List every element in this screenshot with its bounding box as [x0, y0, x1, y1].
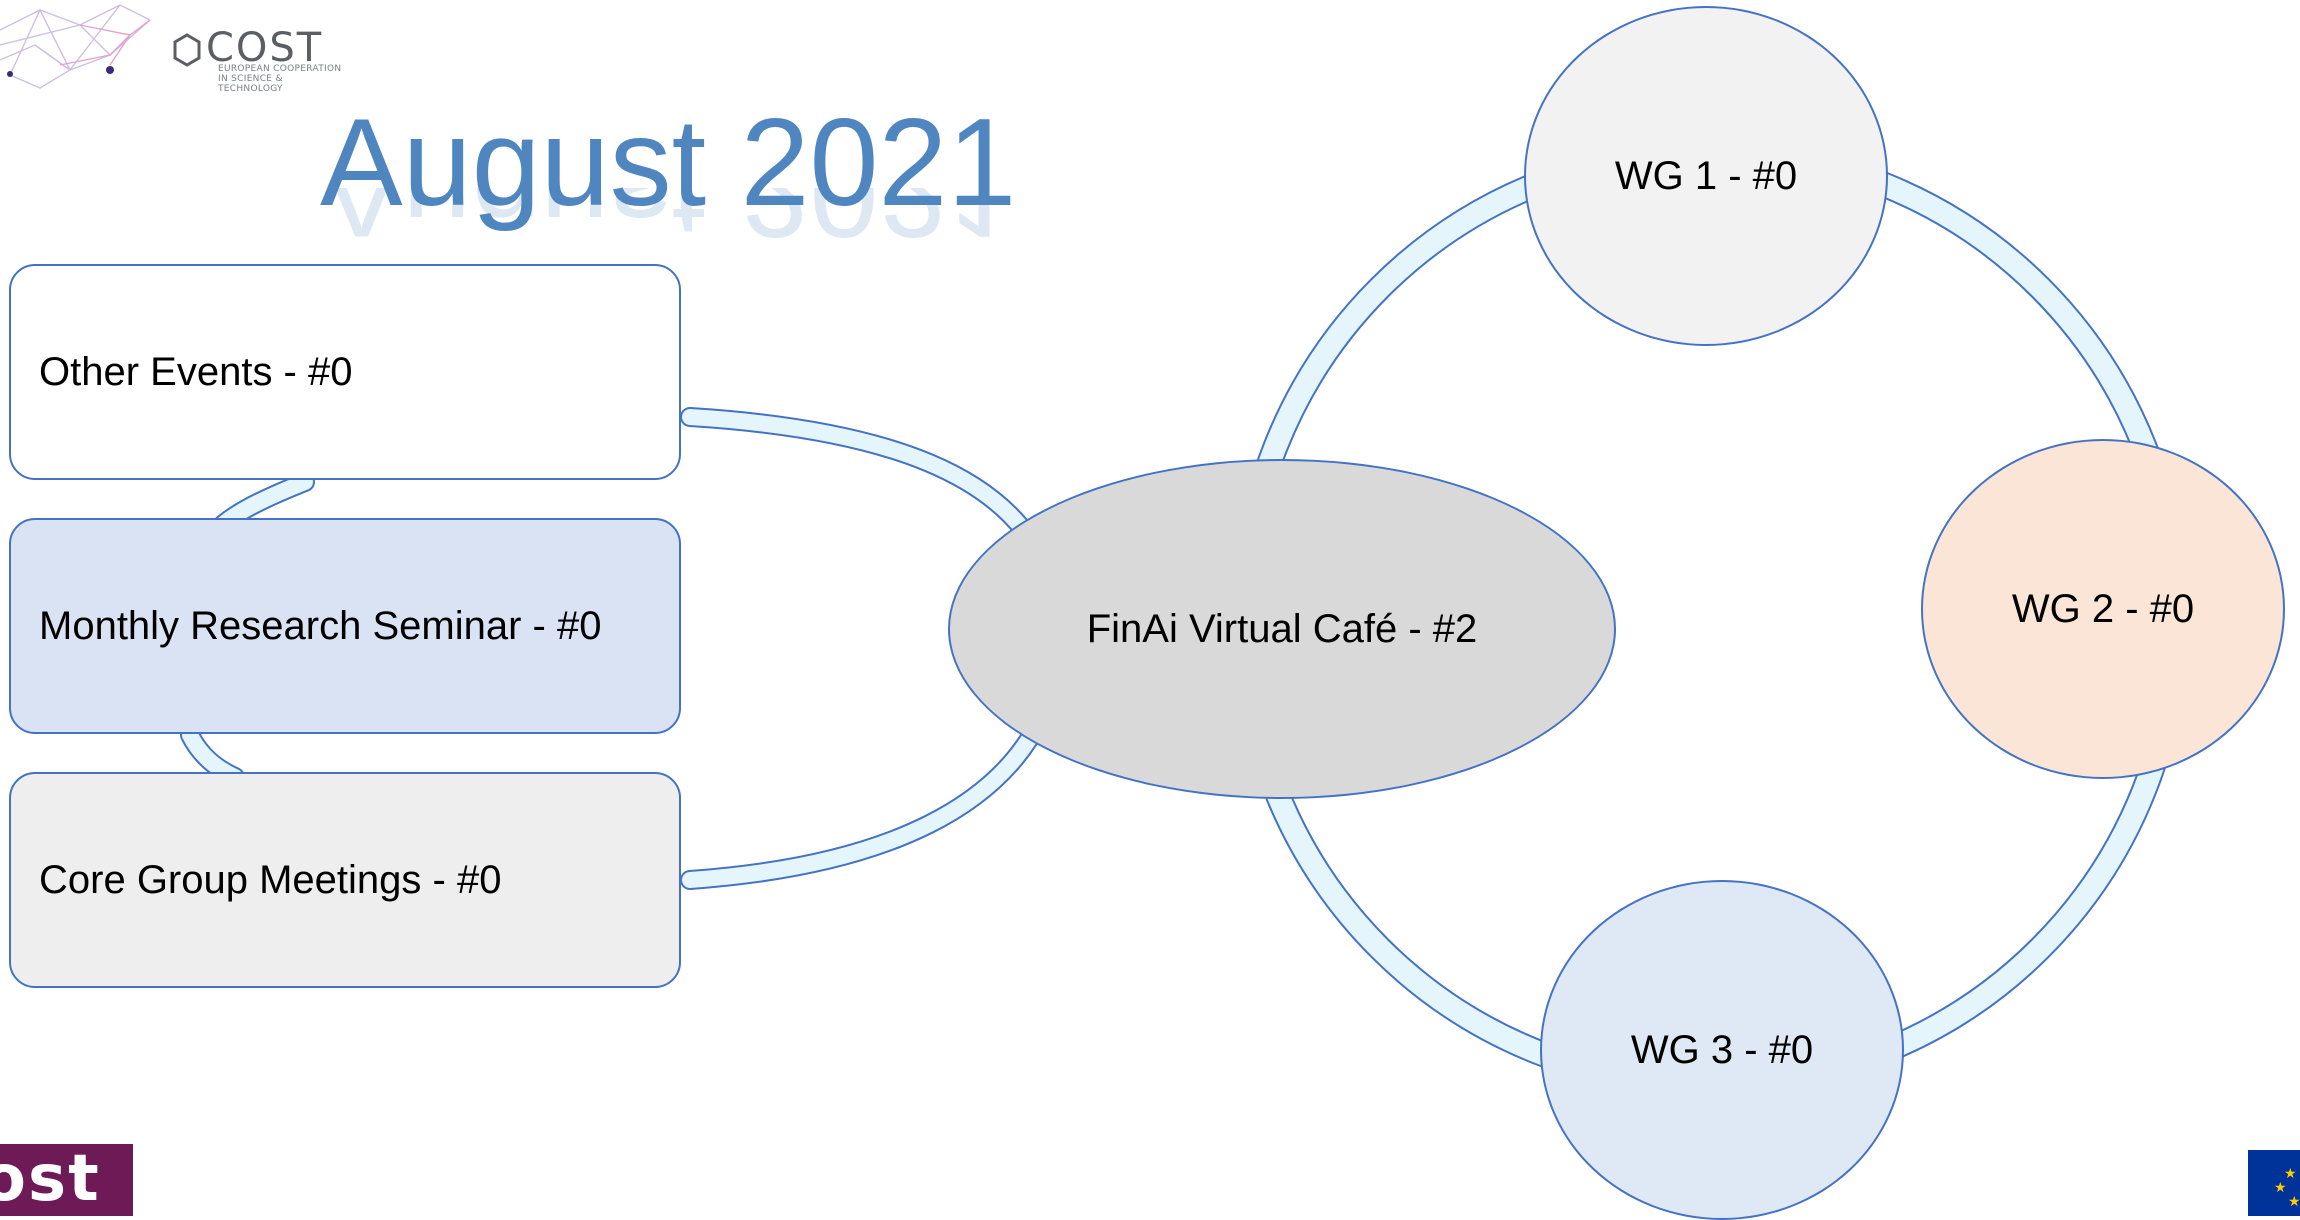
cost-hexagon-icon: [173, 33, 201, 67]
cost-logo-top: COST EUROPEAN COOPERATION IN SCIENCE & T…: [0, 0, 341, 94]
eu-flag-icon: ★ ★ ★: [2248, 1150, 2300, 1216]
core-group-box: Core Group Meetings - #0: [9, 772, 681, 988]
monthly-seminar-box: Monthly Research Seminar - #0: [9, 518, 681, 734]
other-events-box: Other Events - #0: [9, 264, 681, 480]
wg3-node: WG 3 - #0: [1540, 880, 1904, 1220]
cost-logo-word: COST: [206, 25, 324, 71]
cost-logo-subtitle: EUROPEAN COOPERATION IN SCIENCE & TECHNO…: [218, 64, 342, 94]
wg1-node: WG 1 - #0: [1524, 6, 1888, 346]
cost-logo-bottom-word: ost: [0, 1144, 101, 1216]
wg2-node: WG 2 - #0: [1921, 439, 2285, 779]
network-graphic-icon: [0, 4, 151, 89]
virtual-cafe-node: FinAi Virtual Café - #2: [948, 459, 1616, 799]
page-title: August 2021: [320, 94, 1017, 232]
cost-logo-bottom: ost: [0, 1144, 133, 1216]
title-reflection: August 2021: [320, 188, 1017, 258]
